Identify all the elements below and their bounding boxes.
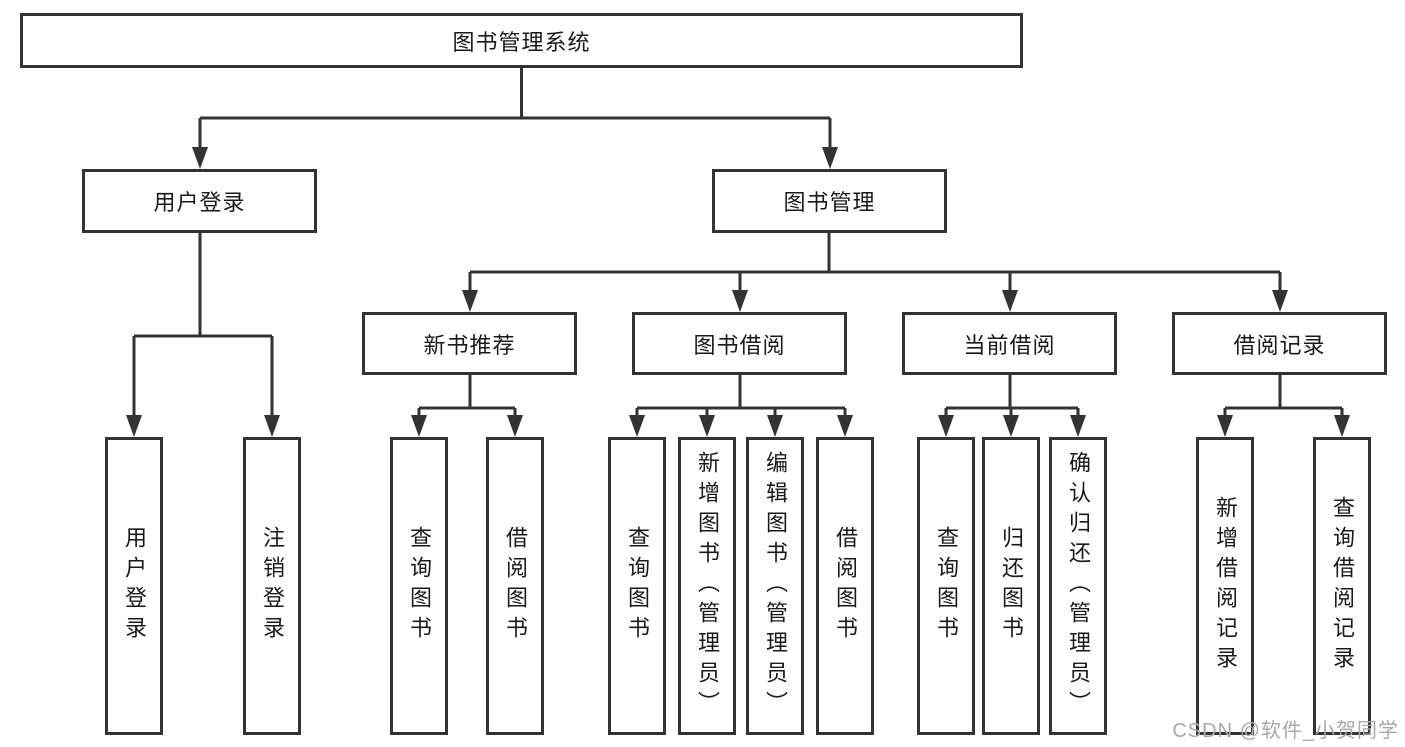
leaf-query-books-borrow: 查询图书 (608, 437, 666, 735)
node-borrow-records-label: 借阅记录 (1233, 332, 1326, 358)
leaf-add-borrow-record: 新增借阅记录 (1196, 437, 1254, 735)
leaf-add-book-admin: 新增图书（管理员） (678, 437, 736, 735)
node-borrow-records: 借阅记录 (1172, 312, 1387, 375)
leaf-query-borrow-record: 查询借阅记录 (1313, 437, 1371, 735)
node-book-management: 图书管理 (712, 169, 947, 233)
leaf-edit-book-admin: 编辑图书（管理员） (746, 437, 804, 735)
node-user-login: 用户登录 (82, 169, 317, 233)
node-new-book-recommend-label: 新书推荐 (423, 332, 516, 358)
node-new-book-recommend: 新书推荐 (362, 312, 577, 375)
node-current-borrow: 当前借阅 (902, 312, 1117, 375)
arrowheads (126, 147, 1350, 437)
node-root: 图书管理系统 (20, 13, 1023, 68)
leaf-borrow-books-borrow: 借阅图书 (816, 437, 874, 735)
leaf-return-book: 归还图书 (982, 437, 1040, 735)
leaf-confirm-return-admin: 确认归还（管理员） (1049, 437, 1107, 735)
leaf-borrow-books-newbook: 借阅图书 (486, 437, 544, 735)
node-book-management-label: 图书管理 (783, 190, 876, 215)
leaf-user-login: 用户登录 (105, 437, 163, 735)
node-book-borrow-label: 图书借阅 (693, 332, 786, 358)
node-book-borrow: 图书借阅 (632, 312, 847, 375)
leaf-query-books-current: 查询图书 (917, 437, 975, 735)
watermark: CSDN @软件_小贺同学 (1172, 720, 1399, 742)
node-current-borrow-label: 当前借阅 (963, 332, 1056, 358)
node-root-label: 图书管理系统 (452, 29, 591, 55)
leaf-logout: 注销登录 (243, 437, 301, 735)
node-user-login-label: 用户登录 (153, 190, 246, 215)
leaf-query-books-newbook: 查询图书 (390, 437, 448, 735)
